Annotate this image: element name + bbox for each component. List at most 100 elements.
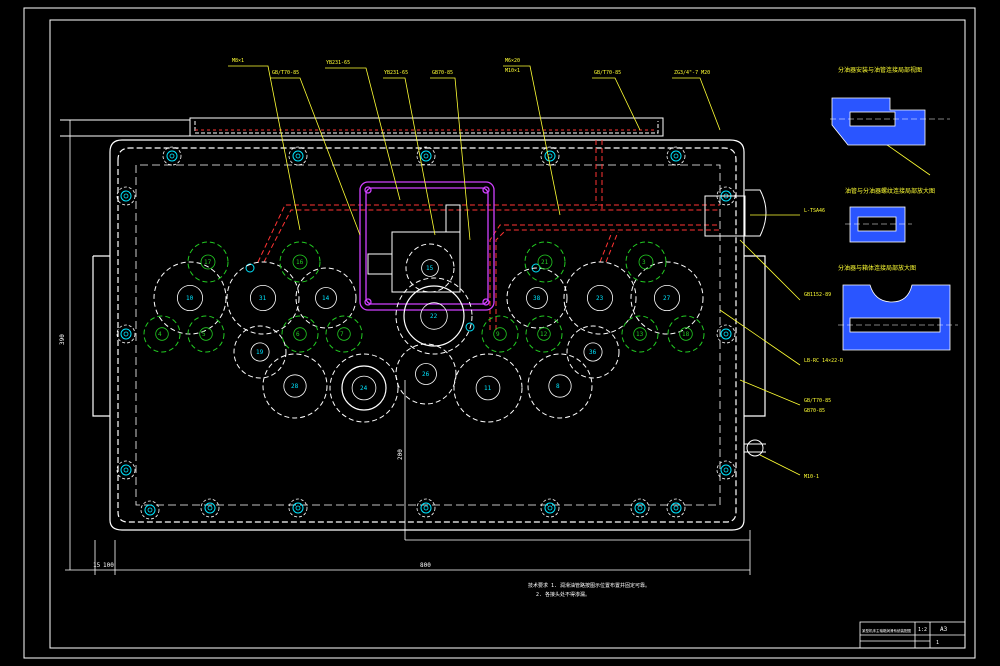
callout-1: GB/T70-85 xyxy=(272,70,299,76)
oil-distributor-box xyxy=(359,181,495,311)
gear-number: 13 xyxy=(636,331,644,338)
gear-hub xyxy=(200,254,216,270)
detail-title-1: 分油器安装与油管连接局部视图 xyxy=(838,66,922,74)
gear-hub xyxy=(537,254,553,270)
bolt-center xyxy=(637,505,643,511)
gear-number: 8 xyxy=(556,383,560,390)
gear-outline xyxy=(233,325,287,379)
bolt-holes xyxy=(116,146,736,520)
small-hole xyxy=(465,322,475,332)
gear-outline xyxy=(325,315,363,353)
bolt-hole xyxy=(292,150,304,162)
gear-hub xyxy=(526,287,548,309)
bolt-boss xyxy=(200,498,220,518)
gear-hub xyxy=(633,327,647,341)
bolt-hole xyxy=(670,502,682,514)
gear-hub xyxy=(421,259,439,277)
detail-view-3: 分油器与箱体连接局部放大图 xyxy=(838,264,958,351)
title-block xyxy=(859,621,966,649)
bolt-center xyxy=(123,193,129,199)
bolt-center xyxy=(123,467,129,473)
gear-hub xyxy=(315,287,337,309)
gear-number: 3 xyxy=(642,259,646,266)
sheet-inner-border xyxy=(49,19,966,649)
gear-outline xyxy=(630,261,704,335)
bolt-hole xyxy=(420,150,432,162)
gear-hub xyxy=(250,342,270,362)
bolt-hole xyxy=(120,190,132,202)
bolt-boss xyxy=(666,498,686,518)
gear-number: 9 xyxy=(496,331,500,338)
bolt-boss xyxy=(162,146,182,166)
gear-hub xyxy=(548,374,572,398)
gear-hub xyxy=(249,284,276,311)
bolt-hole xyxy=(292,502,304,514)
gear-hub xyxy=(199,327,213,341)
callout-2: YB231-65 xyxy=(326,60,350,66)
callout-7: GB/T70-85 xyxy=(594,70,621,76)
bolt-hole xyxy=(544,502,556,514)
callout-0: M8×1 xyxy=(232,58,244,64)
gear-number: 28 xyxy=(291,383,299,390)
gear-number: 38 xyxy=(533,295,541,302)
bolt-center xyxy=(423,153,429,159)
bolt-center xyxy=(169,153,175,159)
gear-outline xyxy=(621,315,659,353)
gear-number: 23 xyxy=(596,295,604,302)
gear-outline xyxy=(329,353,399,423)
bolt-boss xyxy=(116,460,136,480)
bolt-hole xyxy=(120,464,132,476)
callout-9: L-TSA46 xyxy=(804,208,825,214)
bolt-center xyxy=(547,505,553,511)
gear-hub xyxy=(176,284,203,311)
bolt-boss xyxy=(288,146,308,166)
gear-number: 5 xyxy=(202,331,206,338)
bolt-hole xyxy=(204,502,216,514)
gear-number: 31 xyxy=(259,295,267,302)
gear-outline xyxy=(667,315,705,353)
bolt-hole xyxy=(720,328,732,340)
gear-number: 22 xyxy=(430,313,438,320)
top-cover-plate xyxy=(60,117,664,137)
bolt-center xyxy=(673,505,679,511)
detail-view-1: 分油器安装与油管连接局部视图 xyxy=(830,66,950,146)
gear-number: 21 xyxy=(541,259,549,266)
gear-hub xyxy=(493,327,507,341)
bolt-hole xyxy=(720,464,732,476)
title-block-sheet-size: A3 xyxy=(940,626,948,633)
gear-outline xyxy=(453,353,523,423)
gear-outline xyxy=(527,353,593,419)
callout-14: M10-1 xyxy=(804,474,819,480)
bolt-center xyxy=(147,507,153,513)
gear-solid-ring xyxy=(403,285,465,347)
bolt-center xyxy=(723,467,729,473)
gear-number: 16 xyxy=(296,259,304,266)
callout-8: ZG3/4"-7 M20 xyxy=(674,70,710,76)
detail-title-2: 油管与分油器螺纹连接局部放大图 xyxy=(845,187,935,195)
gear-hub xyxy=(155,327,169,341)
gear-outline xyxy=(525,315,563,353)
gear-outline xyxy=(563,261,637,335)
gear-outline xyxy=(405,243,455,293)
gear-outline xyxy=(279,241,321,283)
callout-12: GB/T70-85 xyxy=(804,398,831,404)
gear-number: 12 xyxy=(540,331,548,338)
dimension-lines xyxy=(65,120,751,575)
gear-outline xyxy=(506,267,568,329)
gear-outline xyxy=(566,325,620,379)
gear-hub xyxy=(351,375,377,401)
gear-hub xyxy=(654,284,681,311)
gear-number: 26 xyxy=(422,371,430,378)
leader-lines xyxy=(228,65,931,476)
gear-outline xyxy=(143,315,181,353)
gearbox-housing xyxy=(92,139,766,531)
callout-13: GB70-85 xyxy=(804,408,825,414)
gear-hub xyxy=(537,327,551,341)
gear-number: 18 xyxy=(682,331,690,338)
bolt-hole xyxy=(670,150,682,162)
gear-hub xyxy=(587,284,614,311)
gear-number: 15 xyxy=(426,265,434,272)
gear-outline xyxy=(395,277,473,355)
